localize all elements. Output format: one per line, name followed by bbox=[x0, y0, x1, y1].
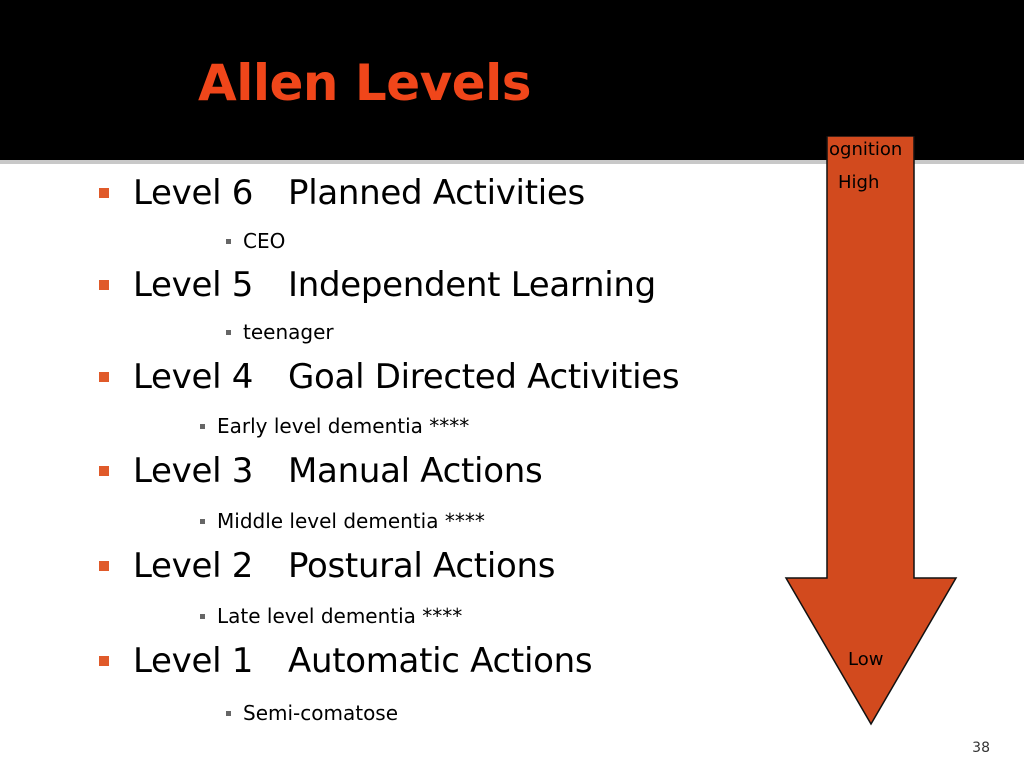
title-bar: Allen Levels bbox=[0, 0, 1024, 160]
small-square-bullet-icon bbox=[200, 613, 205, 619]
level-item-4: Level 4 Goal Directed Activities bbox=[99, 357, 680, 397]
small-square-bullet-icon bbox=[200, 423, 205, 429]
level-example: Late level dementia **** bbox=[217, 604, 463, 628]
level-description: Planned Activities bbox=[288, 173, 585, 213]
square-bullet-icon bbox=[99, 561, 109, 571]
level-description: Automatic Actions bbox=[288, 641, 593, 681]
level-example: Early level dementia **** bbox=[217, 414, 470, 438]
small-square-bullet-icon bbox=[226, 710, 231, 716]
arrow-label-low: Low bbox=[848, 649, 884, 670]
level-example-1: Semi-comatose bbox=[226, 700, 398, 726]
page-number: 38 bbox=[972, 740, 990, 756]
square-bullet-icon bbox=[99, 466, 109, 476]
square-bullet-icon bbox=[99, 372, 109, 382]
slide-title: Allen Levels bbox=[198, 54, 532, 112]
level-example-2: Late level dementia **** bbox=[200, 603, 462, 629]
arrow-label-high: High bbox=[838, 172, 880, 193]
level-description: Postural Actions bbox=[288, 546, 556, 586]
arrow-shape bbox=[784, 136, 958, 726]
level-name: Level 1 bbox=[133, 641, 254, 681]
level-example-5: teenager bbox=[226, 319, 334, 345]
level-name: Level 2 bbox=[133, 546, 254, 586]
level-example-3: Middle level dementia **** bbox=[200, 508, 485, 534]
down-arrow-icon bbox=[784, 136, 958, 726]
level-example-6: CEO bbox=[226, 228, 285, 254]
small-square-bullet-icon bbox=[226, 238, 231, 244]
level-name: Level 3 bbox=[133, 451, 254, 491]
level-name: Level 6 bbox=[133, 173, 254, 213]
level-name: Level 5 bbox=[133, 265, 254, 305]
level-example: Middle level dementia **** bbox=[217, 509, 485, 533]
square-bullet-icon bbox=[99, 656, 109, 666]
level-example: Semi-comatose bbox=[243, 701, 399, 725]
square-bullet-icon bbox=[99, 188, 109, 198]
title-divider bbox=[0, 160, 1024, 164]
level-description: Independent Learning bbox=[288, 265, 656, 305]
level-description: Goal Directed Activities bbox=[288, 357, 680, 397]
small-square-bullet-icon bbox=[226, 329, 231, 335]
level-example-4: Early level dementia **** bbox=[200, 413, 469, 439]
level-item-5: Level 5 Independent Learning bbox=[99, 265, 656, 305]
level-item-6: Level 6 Planned Activities bbox=[99, 173, 585, 213]
level-example: teenager bbox=[243, 320, 334, 344]
level-item-1: Level 1 Automatic Actions bbox=[99, 641, 593, 681]
square-bullet-icon bbox=[99, 280, 109, 290]
level-description: Manual Actions bbox=[288, 451, 543, 491]
level-name: Level 4 bbox=[133, 357, 254, 397]
arrow-label-cognition: ognition bbox=[829, 139, 903, 160]
level-item-3: Level 3 Manual Actions bbox=[99, 451, 543, 491]
level-item-2: Level 2 Postural Actions bbox=[99, 546, 555, 586]
level-example: CEO bbox=[243, 229, 286, 253]
small-square-bullet-icon bbox=[200, 518, 205, 524]
